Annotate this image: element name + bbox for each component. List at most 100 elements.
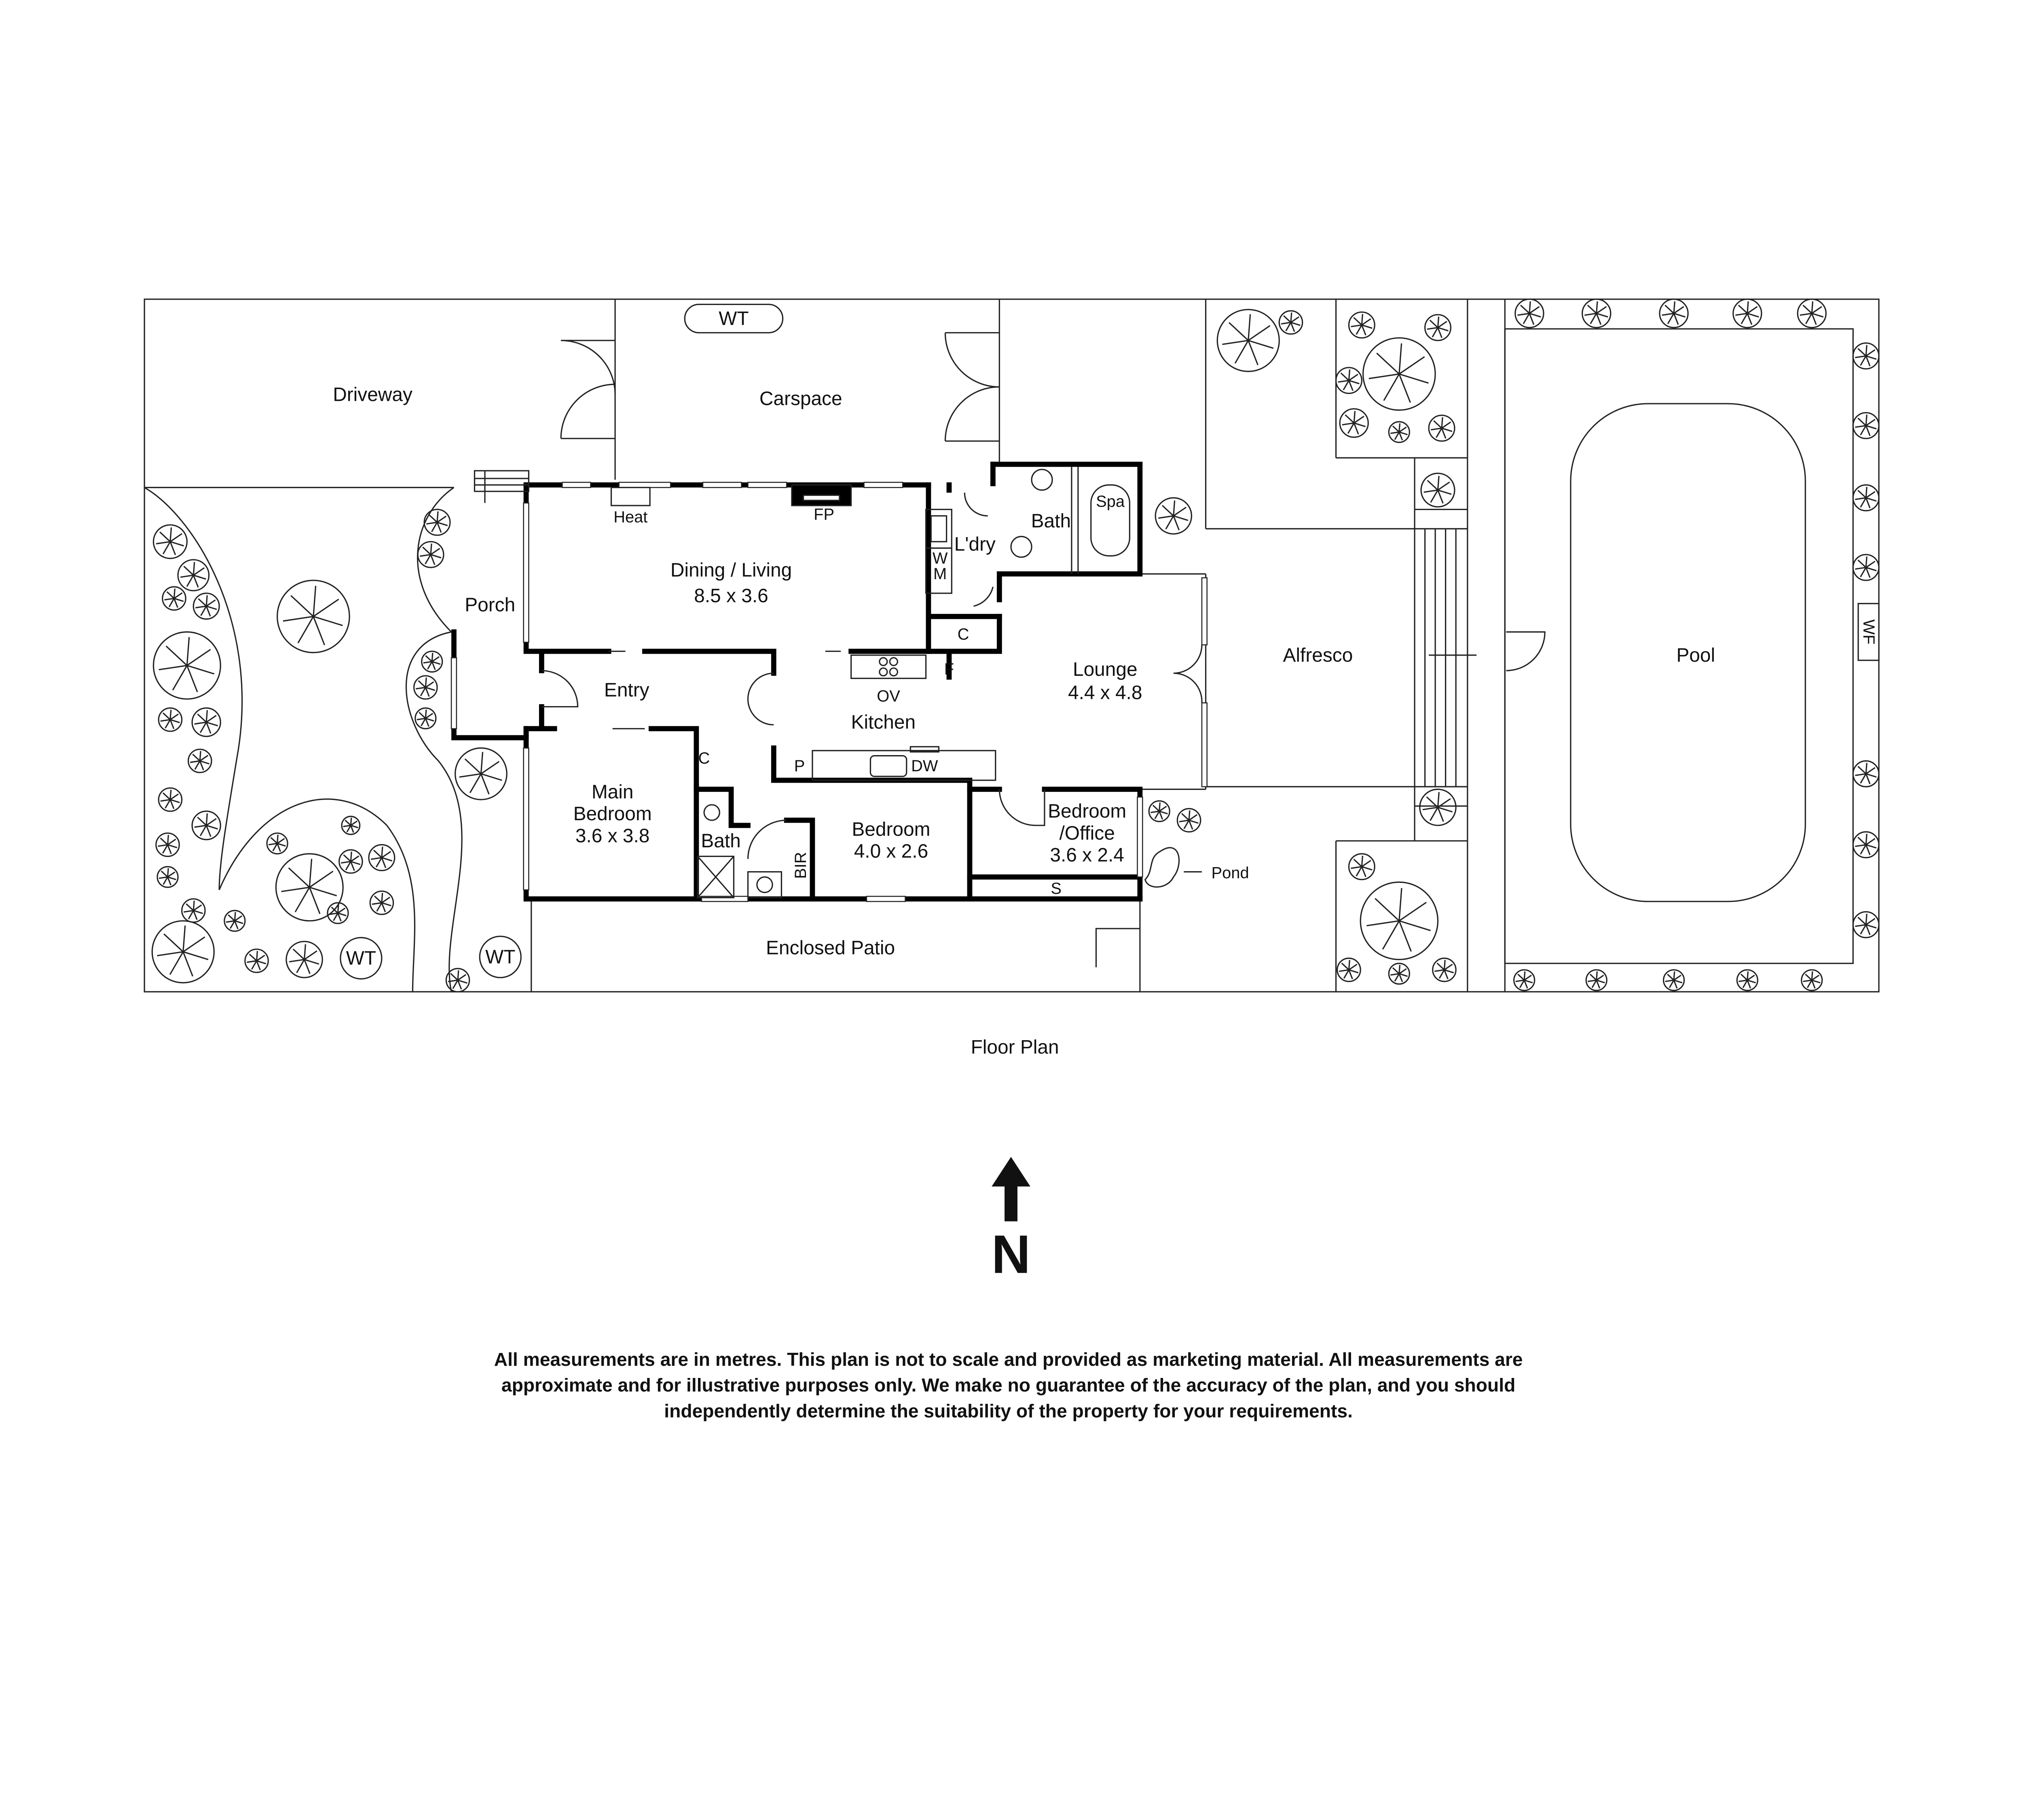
tree-icon	[341, 815, 361, 835]
label-laundry: L'dry	[954, 534, 996, 555]
size-dining-living: 8.5 x 3.6	[694, 585, 768, 607]
size-main-bedroom: 3.6 x 3.8	[575, 825, 649, 847]
label-water-tank-top: WT	[719, 308, 749, 330]
label-pond: Pond	[1212, 864, 1249, 882]
label-main-bedroom-1: Main	[592, 781, 634, 803]
label-kitchen: Kitchen	[851, 712, 916, 733]
tree-icon	[1659, 298, 1689, 328]
label-fridge: F	[944, 660, 954, 678]
tree-icon	[192, 593, 220, 620]
tree-icon	[1419, 788, 1457, 826]
tree-icon	[187, 749, 212, 773]
tree-icon	[1388, 421, 1410, 443]
tree-icon	[369, 890, 394, 915]
tree-icon	[1852, 412, 1880, 439]
label-lounge: Lounge	[1073, 659, 1138, 680]
label-heater: Heat	[613, 508, 647, 526]
carspace-gates[interactable]	[560, 332, 1546, 967]
water-tank-right	[479, 935, 522, 978]
label-water-tank-right: WT	[485, 946, 515, 968]
tree-icon	[338, 849, 363, 874]
tree-icon	[1155, 497, 1193, 535]
label-laundry-cupboard: C	[958, 626, 969, 643]
tree-icon	[445, 968, 470, 993]
tree-icon	[1732, 298, 1762, 328]
tree-icon	[266, 832, 288, 855]
label-wm-m: M	[933, 565, 947, 583]
label-pantry: P	[794, 757, 805, 775]
water-tank-top	[684, 303, 784, 334]
shower	[697, 855, 735, 898]
garden-trees	[151, 298, 1880, 993]
fireplace	[791, 484, 852, 506]
tree-icon	[1582, 298, 1612, 328]
tree-icon	[415, 707, 437, 730]
label-storage: S	[1051, 880, 1062, 897]
tree-icon	[1852, 554, 1880, 581]
heater	[610, 487, 651, 506]
tree-icon	[1362, 337, 1436, 411]
tree-icon	[151, 920, 215, 984]
tree-icon	[1424, 314, 1451, 341]
tree-icon	[1360, 881, 1439, 961]
disclaimer-line-3: independently determine the suitability …	[664, 1400, 1353, 1421]
label-carspace: Carspace	[759, 388, 842, 409]
tree-icon	[1852, 760, 1880, 787]
tree-icon	[1216, 309, 1280, 372]
tree-icon	[1348, 311, 1375, 339]
tree-icon	[1148, 800, 1170, 822]
tree-icon	[244, 948, 269, 973]
tree-icon	[152, 524, 188, 559]
tree-icon	[158, 787, 183, 812]
tree-icon	[1801, 969, 1823, 991]
tree-icon	[1428, 415, 1455, 442]
label-entry: Entry	[604, 679, 649, 701]
tree-icon	[162, 586, 186, 611]
label-alfresco: Alfresco	[1283, 645, 1353, 666]
disclaimer-line-1: All measurements are in metres. This pla…	[494, 1349, 1523, 1370]
kitchen-bench	[812, 750, 996, 781]
tree-icon	[181, 898, 206, 923]
tree-icon	[1797, 298, 1827, 328]
tree-icon	[191, 707, 221, 737]
label-bath-main: Bath	[1031, 510, 1071, 532]
tree-icon	[423, 508, 451, 536]
tree-icon	[1852, 342, 1880, 370]
water-feature	[1857, 603, 1880, 661]
pool-fence	[1504, 328, 1854, 964]
tree-icon	[177, 559, 210, 592]
label-bir: BIR	[792, 852, 810, 878]
tree-icon	[275, 853, 344, 922]
tree-icon	[1852, 831, 1880, 859]
tree-icon	[368, 844, 396, 872]
oven	[850, 654, 927, 679]
tree-icon	[1348, 853, 1375, 880]
label-bedroom: Bedroom	[852, 819, 930, 840]
label-fireplace: FP	[814, 506, 834, 523]
tree-icon	[1585, 969, 1607, 991]
tree-icon	[1388, 963, 1410, 985]
label-oven: OV	[877, 688, 900, 705]
label-spa: Spa	[1096, 493, 1125, 510]
tree-icon	[417, 541, 444, 568]
north-arrow-icon	[992, 1157, 1030, 1221]
floor-plan: Driveway Carspace WT Porch Alfresco Pool…	[144, 298, 1880, 1421]
tree-icon	[421, 650, 443, 673]
label-bedroom-office-1: Bedroom	[1048, 801, 1126, 822]
tree-icon	[152, 631, 221, 700]
size-bedroom-office: 3.6 x 2.4	[1050, 844, 1124, 866]
tree-icon	[413, 675, 438, 700]
label-main-bedroom-2: Bedroom	[573, 803, 652, 825]
tree-icon	[286, 941, 323, 978]
tree-icon	[1420, 472, 1455, 508]
fixtures	[474, 467, 1203, 898]
tree-icon	[327, 902, 349, 924]
spa-bath	[1090, 484, 1130, 557]
label-water-feature: WF	[1860, 620, 1878, 645]
water-tank-left	[340, 937, 383, 980]
sink	[869, 755, 907, 777]
tree-icon	[1852, 911, 1880, 938]
disclaimer-line-2: approximate and for illustrative purpose…	[501, 1375, 1515, 1396]
label-hall-cupboard: C	[698, 749, 710, 767]
pond-outline	[1144, 847, 1180, 888]
